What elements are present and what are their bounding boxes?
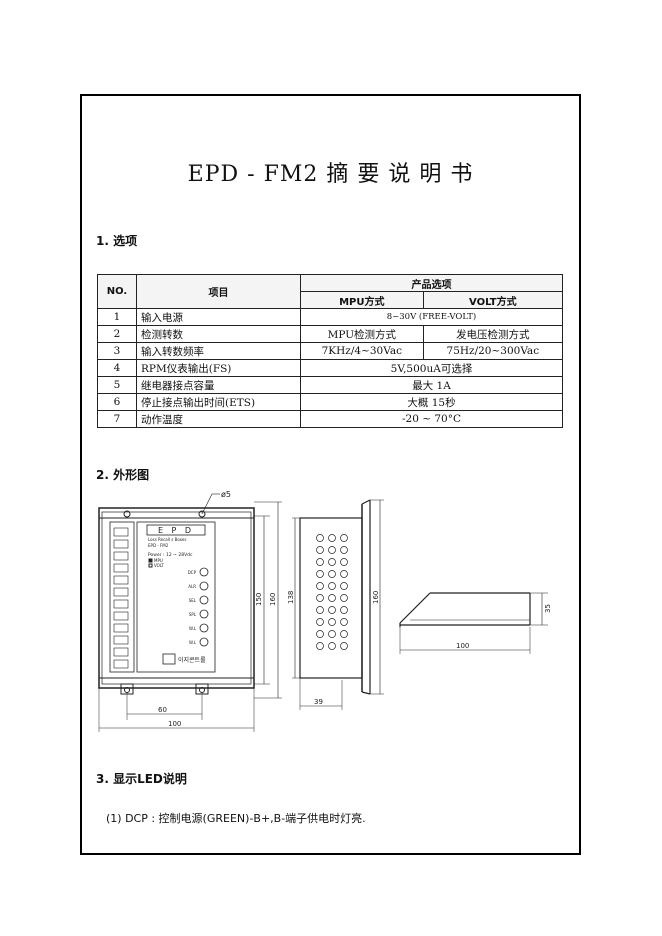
cell-item: 输入电源 [136,308,301,326]
cell-no: 7 [97,410,137,428]
cell-volt: 发电压检测方式 [422,325,564,343]
dim-60: 60 [158,706,167,714]
section-outline-heading: 2. 外形图 [96,468,150,482]
cell-value: -20 ~ 70°C [300,410,563,428]
page-frame: EPD - FM2 摘 要 说 明 书 1. 选项 NO. 项目 产品选项 MP… [80,94,581,855]
front-mpu-text: MPU [154,558,163,563]
led-label: ALR [188,584,196,589]
hole-dimension: ø5 [221,490,231,499]
table-row: 2 检测转数 MPU检测方式 发电压检测方式 [97,325,564,343]
cell-item: 停止接点输出时间(ETS) [136,393,301,411]
dim-160-side: 160 [372,591,380,604]
table-row: 4 RPM仪表输出(FS) 5V,500uA可选择 [97,359,563,377]
cell-no: 4 [97,359,137,377]
cell-item: 动作温度 [136,410,301,428]
front-view: E P D Loss Recall s Boxes EPD - FM2 Powe… [98,490,282,732]
dim-150: 150 [255,593,263,606]
options-table: NO. 项目 产品选项 MPU方式 VOLT方式 1 输入电源 8~30V (F… [97,274,564,428]
table-row: 3 输入转数频率 7KHz/4~30Vac 75Hz/20~300Vac [97,342,564,360]
front-power-text: Power : 12 ~ 28Vdc [148,552,193,558]
led-label: DCP [188,570,197,575]
front-small-text: Loss Recall s Boxes [148,537,186,542]
cell-value: 最大 1A [300,376,563,394]
dim-160: 160 [269,593,277,606]
cell-item: 检测转数 [136,325,301,343]
table-row: 5 继电器接点容量 最大 1A [97,376,563,394]
cell-mpu: 7KHz/4~30Vac [300,342,424,360]
bottom-view: 35 100 [399,592,552,654]
dim-39: 39 [314,698,323,706]
led-label: SPL [189,612,197,617]
led-label: W.L [189,640,197,645]
table-row: 6 停止接点输出时间(ETS) 大概 15秒 [97,393,563,411]
dim-100-bottom: 100 [456,642,469,650]
cell-no: 3 [97,342,137,360]
front-model-text: EPD - FM2 [148,543,169,548]
cell-value: 5V,500uA可选择 [300,359,563,377]
cell-item: RPM仪表输出(FS) [136,359,301,377]
header-item: 项目 [136,274,301,309]
outline-drawing: E P D Loss Recall s Boxes EPD - FM2 Powe… [98,490,552,732]
section-options-heading: 1. 选项 [96,234,138,248]
table-row: 7 动作温度 -20 ~ 70°C [97,410,563,428]
dim-100: 100 [168,720,181,728]
cell-value: 大概 15秒 [300,393,563,411]
led-label: SEL [189,598,197,603]
front-volt-text: VOLT [154,563,164,568]
header-no: NO. [97,274,137,309]
table-row: 1 输入电源 8~30V (FREE-VOLT) [97,308,563,326]
cell-item: 输入转数频率 [136,342,301,360]
cell-mpu: MPU检测方式 [300,325,424,343]
cell-no: 2 [97,325,137,343]
side-view: 138 160 39 [287,499,384,710]
dim-138: 138 [287,591,295,604]
cell-volt: 75Hz/20~300Vac [422,342,564,360]
cell-item: 继电器接点容量 [136,376,301,394]
led-description: (1) DCP : 控制电源(GREEN)-B+,B-端子供电时灯亮. [106,812,366,825]
header-mpu: MPU方式 [300,291,424,309]
front-brand-text: 이지콘트롤 [178,656,206,664]
cell-no: 5 [97,376,137,394]
cell-no: 6 [97,393,137,411]
header-volt: VOLT方式 [422,291,564,309]
cell-value: 8~30V (FREE-VOLT) [300,308,563,326]
header-product: 产品选项 [300,274,563,292]
cell-no: 1 [97,308,137,326]
led-label: W.L [189,626,197,631]
page-title: EPD - FM2 摘 要 说 明 书 [187,162,474,187]
dim-35: 35 [544,604,552,613]
front-brand-box: E P D [158,526,194,535]
section-led-heading: 3. 显示LED说明 [96,772,187,786]
